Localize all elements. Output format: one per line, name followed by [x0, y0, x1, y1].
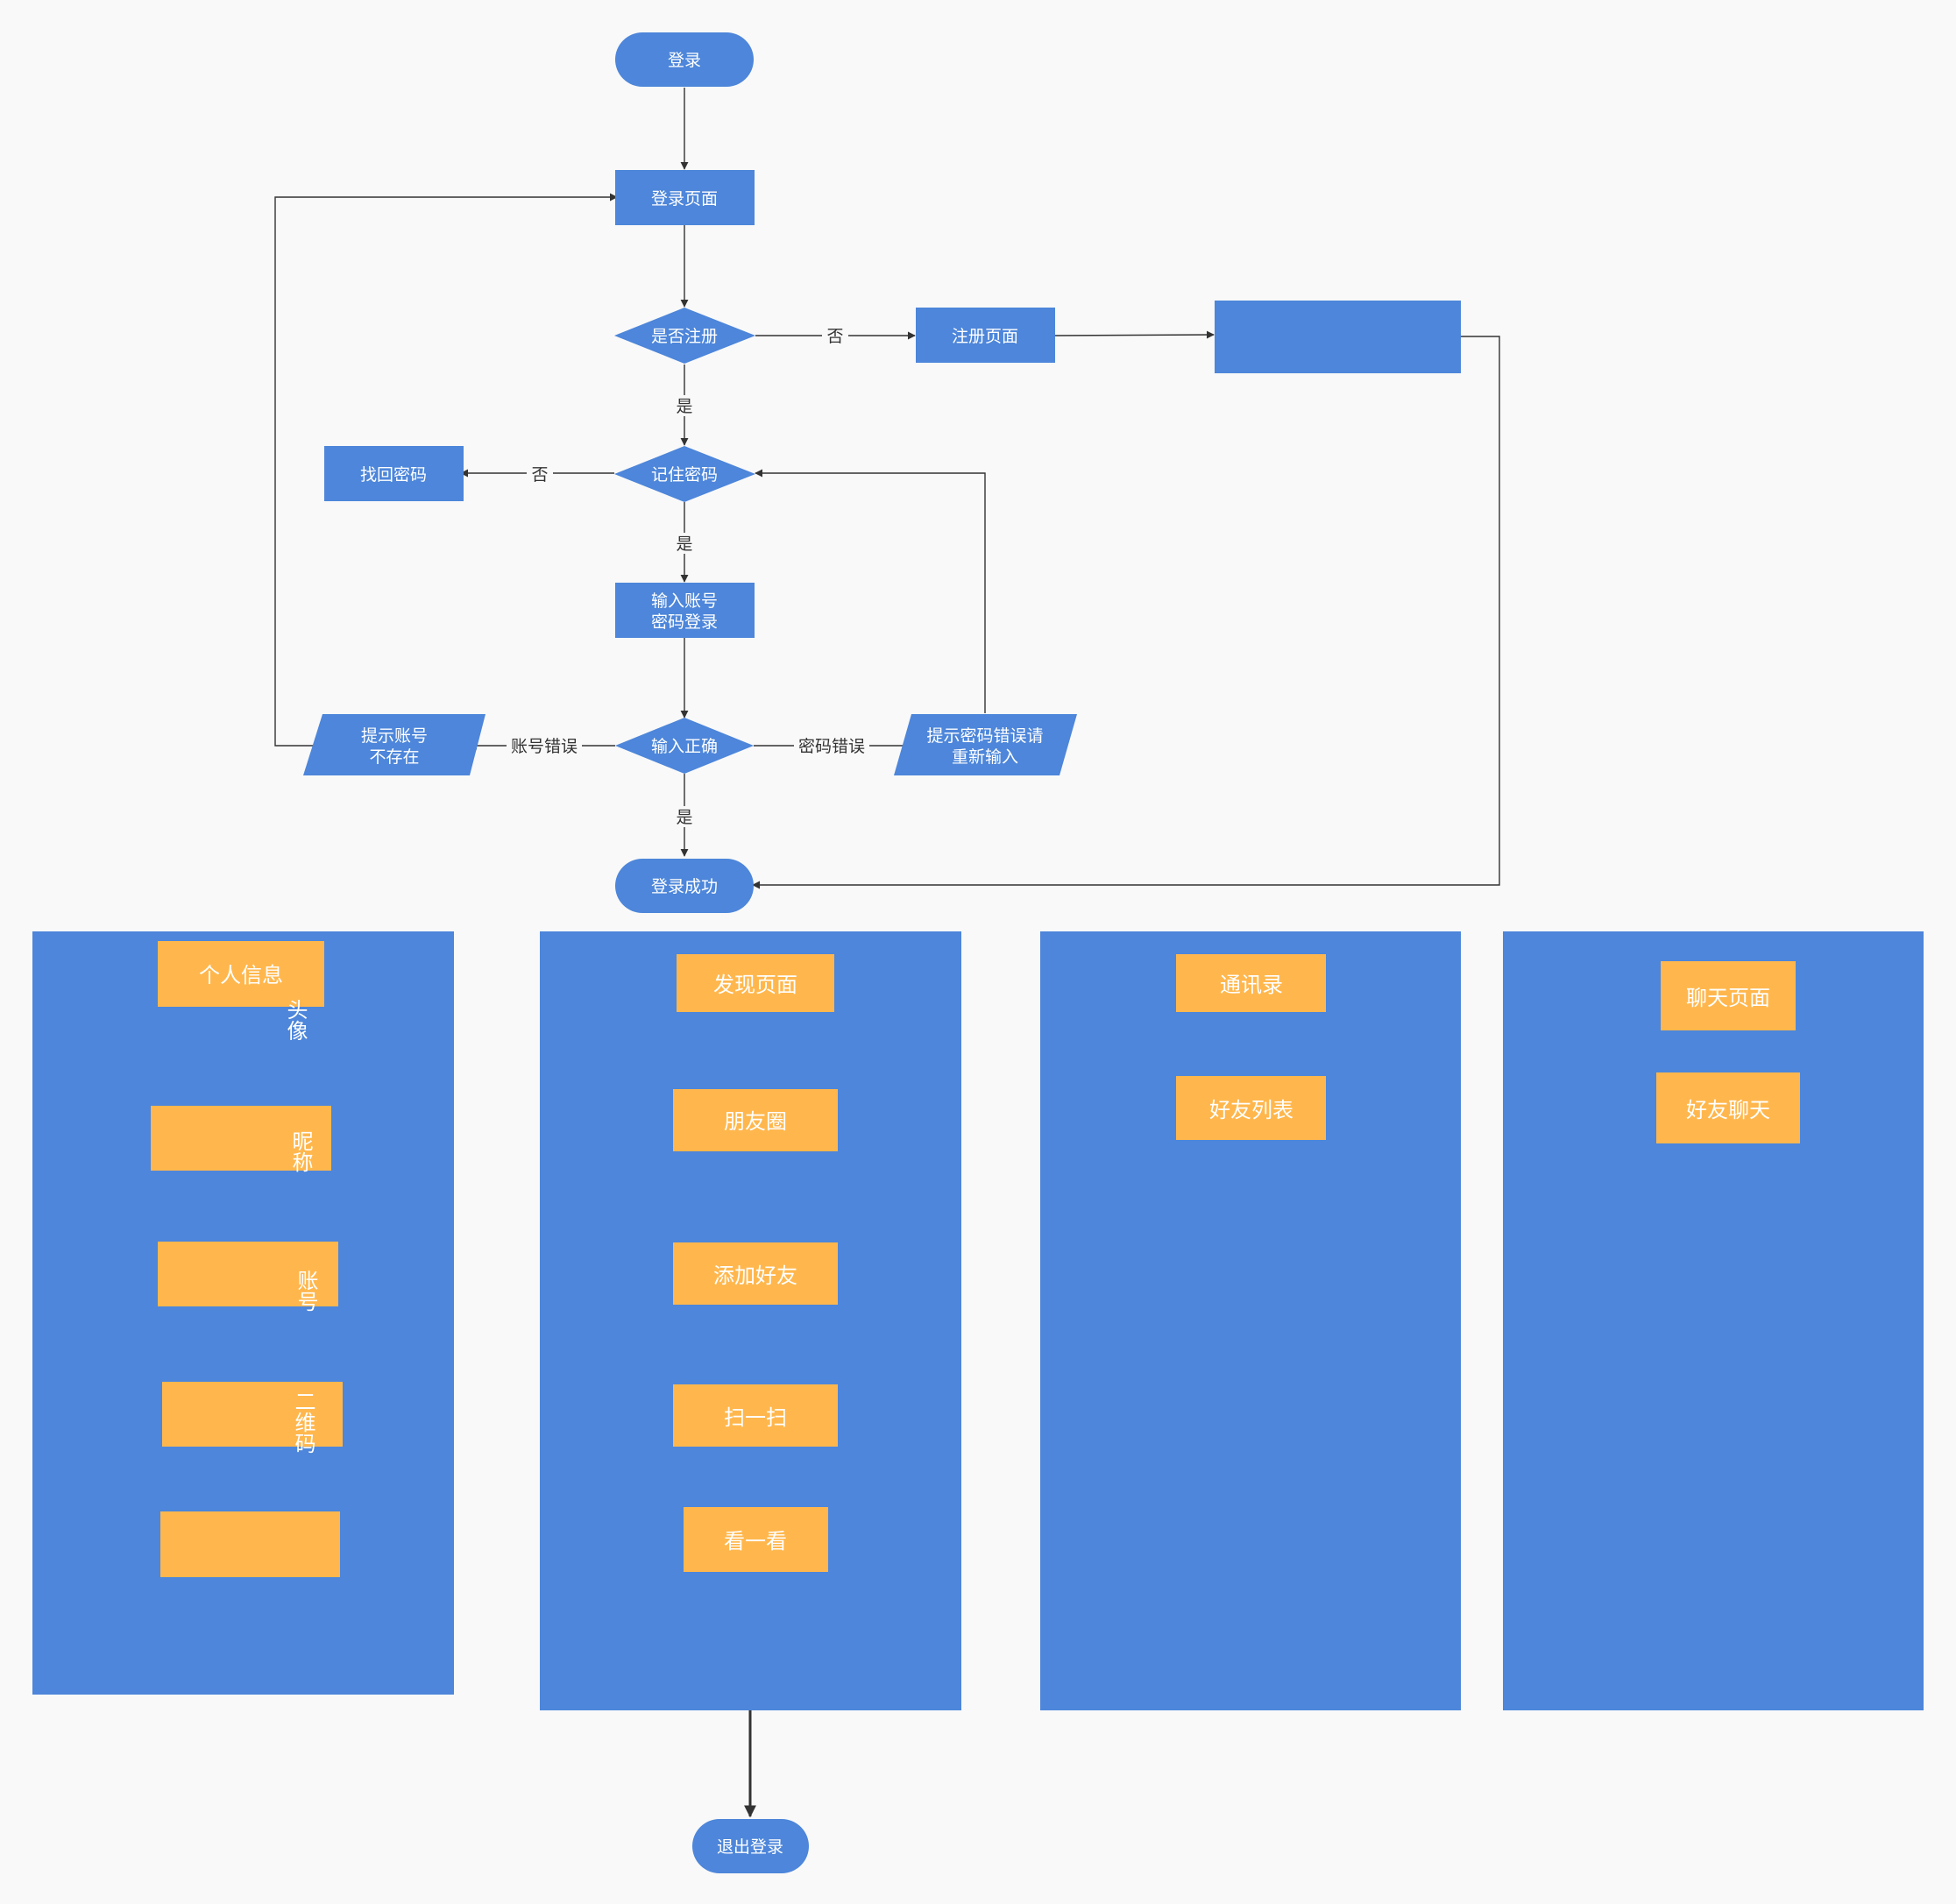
- friend-chat-box: [1656, 1072, 1800, 1143]
- scan-label: 扫一扫: [724, 1405, 787, 1430]
- logout-label: 退出登录: [717, 1837, 783, 1857]
- password-error-label-line2: 重新输入: [952, 747, 1018, 767]
- input-account-label-line1: 输入账号: [651, 591, 718, 611]
- account-box: [158, 1242, 338, 1306]
- edge-label-yes-correct: 是: [676, 808, 692, 827]
- avatar-label: 头像: [283, 999, 308, 1041]
- register-page-node: [916, 308, 1055, 363]
- remember-password-label: 记住密码: [651, 465, 718, 485]
- add-friend-box: [673, 1242, 838, 1305]
- login-page-node: [615, 170, 755, 225]
- discover-panel: [540, 931, 961, 1710]
- password-error-node: [894, 714, 1077, 775]
- panels: 个人信息 头像 昵称 账号 二维码 发现页面 朋友圈 添加好友 扫一扫 看一看 …: [32, 931, 1924, 1710]
- account-label: 账号: [294, 1270, 318, 1312]
- add-friend-label: 添加好友: [713, 1263, 797, 1288]
- input-account-node: [615, 583, 755, 638]
- friend-list-box: [1176, 1076, 1326, 1140]
- nickname-box: [151, 1106, 331, 1171]
- nickname-label: 昵称: [288, 1130, 313, 1172]
- account-not-exist-label-line2: 不存在: [369, 747, 419, 767]
- logout-node: [692, 1819, 809, 1873]
- find-password-label: 找回密码: [360, 465, 427, 485]
- personal-panel: [32, 931, 454, 1695]
- edge-label-account-error: 账号错误: [511, 737, 578, 756]
- edge-password-error-to-remember: [755, 469, 986, 713]
- find-password-node: [324, 446, 464, 501]
- edge-register-page-to-register-box: [1054, 330, 1215, 339]
- qrcode-box: [162, 1382, 343, 1447]
- register-page-label: 注册页面: [952, 327, 1018, 346]
- password-error-label-line1: 提示密码错误请: [926, 726, 1043, 746]
- edge-register-box-to-login-success: [752, 336, 1500, 889]
- chat-page-label: 聊天页面: [1686, 986, 1770, 1010]
- chat-panel: [1503, 931, 1924, 1710]
- contacts-panel: [1040, 931, 1461, 1710]
- flow-nodes: 登录 登录页面 是否注册 注册页面 找回密码 记住密码 输入账号 密码登录 输入…: [303, 32, 1461, 1873]
- edges: [274, 88, 1500, 1818]
- edge-label-password-error: 密码错误: [798, 737, 865, 756]
- edge-label-yes-registered: 是: [676, 397, 692, 416]
- account-not-exist-node: [303, 714, 485, 775]
- friend-chat-label: 好友聊天: [1686, 1098, 1770, 1122]
- remember-password-decision: [614, 446, 755, 502]
- personal-title-box: [158, 941, 324, 1007]
- login-page-node-label: 登录页面: [651, 189, 718, 209]
- moments-label: 朋友圈: [724, 1109, 787, 1134]
- is-registered-decision: [614, 308, 755, 364]
- input-correct-decision: [615, 718, 754, 774]
- login-success-label: 登录成功: [651, 877, 718, 896]
- discover-page-box: [677, 954, 834, 1012]
- contacts-label: 通讯录: [1220, 973, 1283, 997]
- contacts-box: [1176, 954, 1326, 1012]
- register-box-node: [1215, 301, 1461, 373]
- look-label: 看一看: [724, 1529, 787, 1554]
- personal-title-label: 个人信息: [199, 963, 283, 987]
- start-node: [615, 32, 754, 87]
- chat-page-box: [1661, 961, 1796, 1030]
- discover-page-label: 发现页面: [713, 973, 797, 997]
- input-account-label-line2: 密码登录: [651, 612, 718, 632]
- edge-label-no-register: 否: [826, 327, 843, 346]
- edge-label-no-remember: 否: [531, 465, 548, 485]
- input-correct-label: 输入正确: [651, 737, 718, 756]
- edge-label-yes-remember: 是: [676, 534, 692, 554]
- start-node-label: 登录: [668, 51, 701, 70]
- login-success-node: [615, 859, 754, 913]
- edge-account-not-exist-to-login-page: [274, 193, 618, 747]
- qrcode-label: 二维码: [291, 1391, 315, 1454]
- friend-list-label: 好友列表: [1209, 1098, 1293, 1122]
- moments-box: [673, 1089, 838, 1151]
- is-registered-label: 是否注册: [651, 327, 718, 346]
- edge-labels: 否 是 否 是 账号错误 密码错误 是: [507, 325, 869, 827]
- look-box: [684, 1507, 828, 1572]
- blank-box: [160, 1511, 340, 1577]
- account-not-exist-label-line1: 提示账号: [361, 726, 428, 746]
- scan-box: [673, 1384, 838, 1447]
